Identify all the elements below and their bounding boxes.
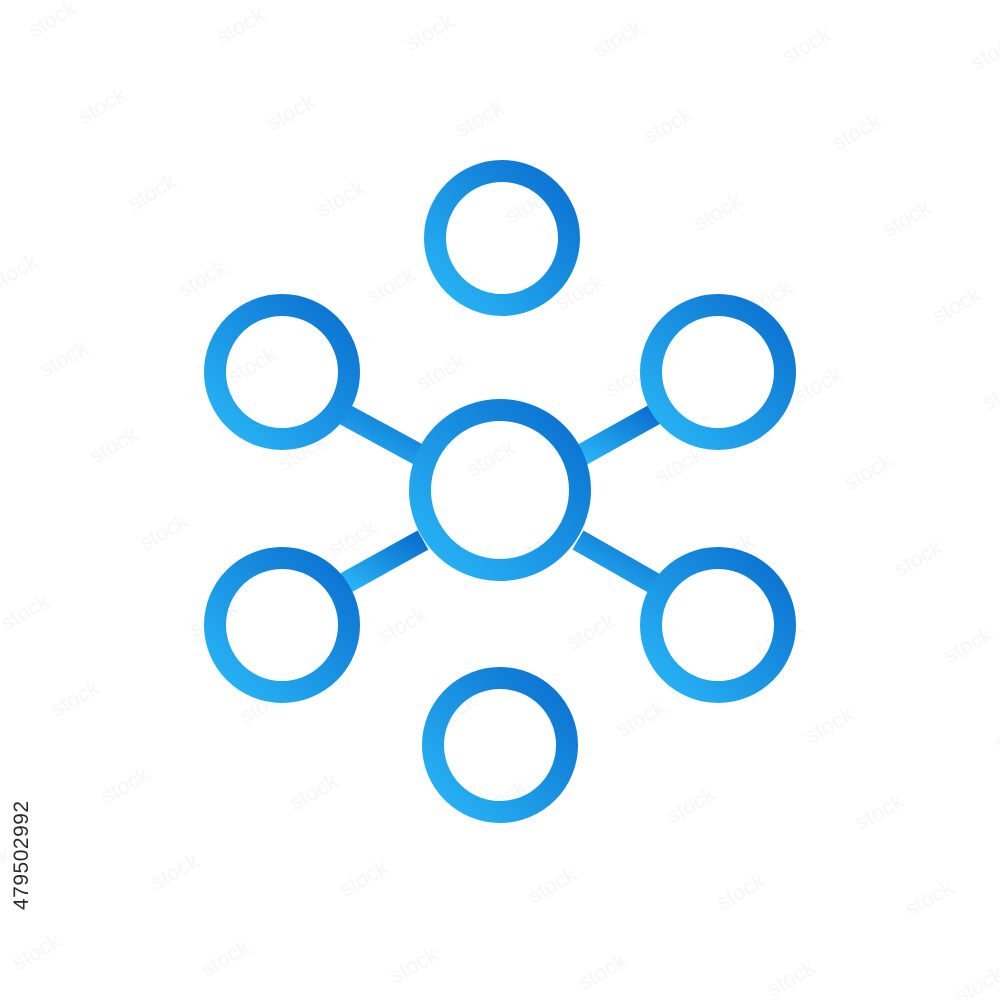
- node-upper-left: [204, 294, 360, 450]
- node-top: [424, 160, 580, 316]
- spoke-lower-left: [336, 530, 429, 595]
- stock-image-id: 479502992: [10, 800, 33, 910]
- spoke-upper-left: [336, 403, 429, 467]
- spoke-upper-right: [572, 403, 663, 467]
- node-lower-right: [640, 547, 796, 703]
- center-node: [409, 399, 591, 581]
- node-upper-right: [640, 294, 796, 450]
- node-lower-left: [204, 547, 360, 703]
- node-bottom: [422, 667, 578, 823]
- spoke-lower-right: [572, 530, 663, 595]
